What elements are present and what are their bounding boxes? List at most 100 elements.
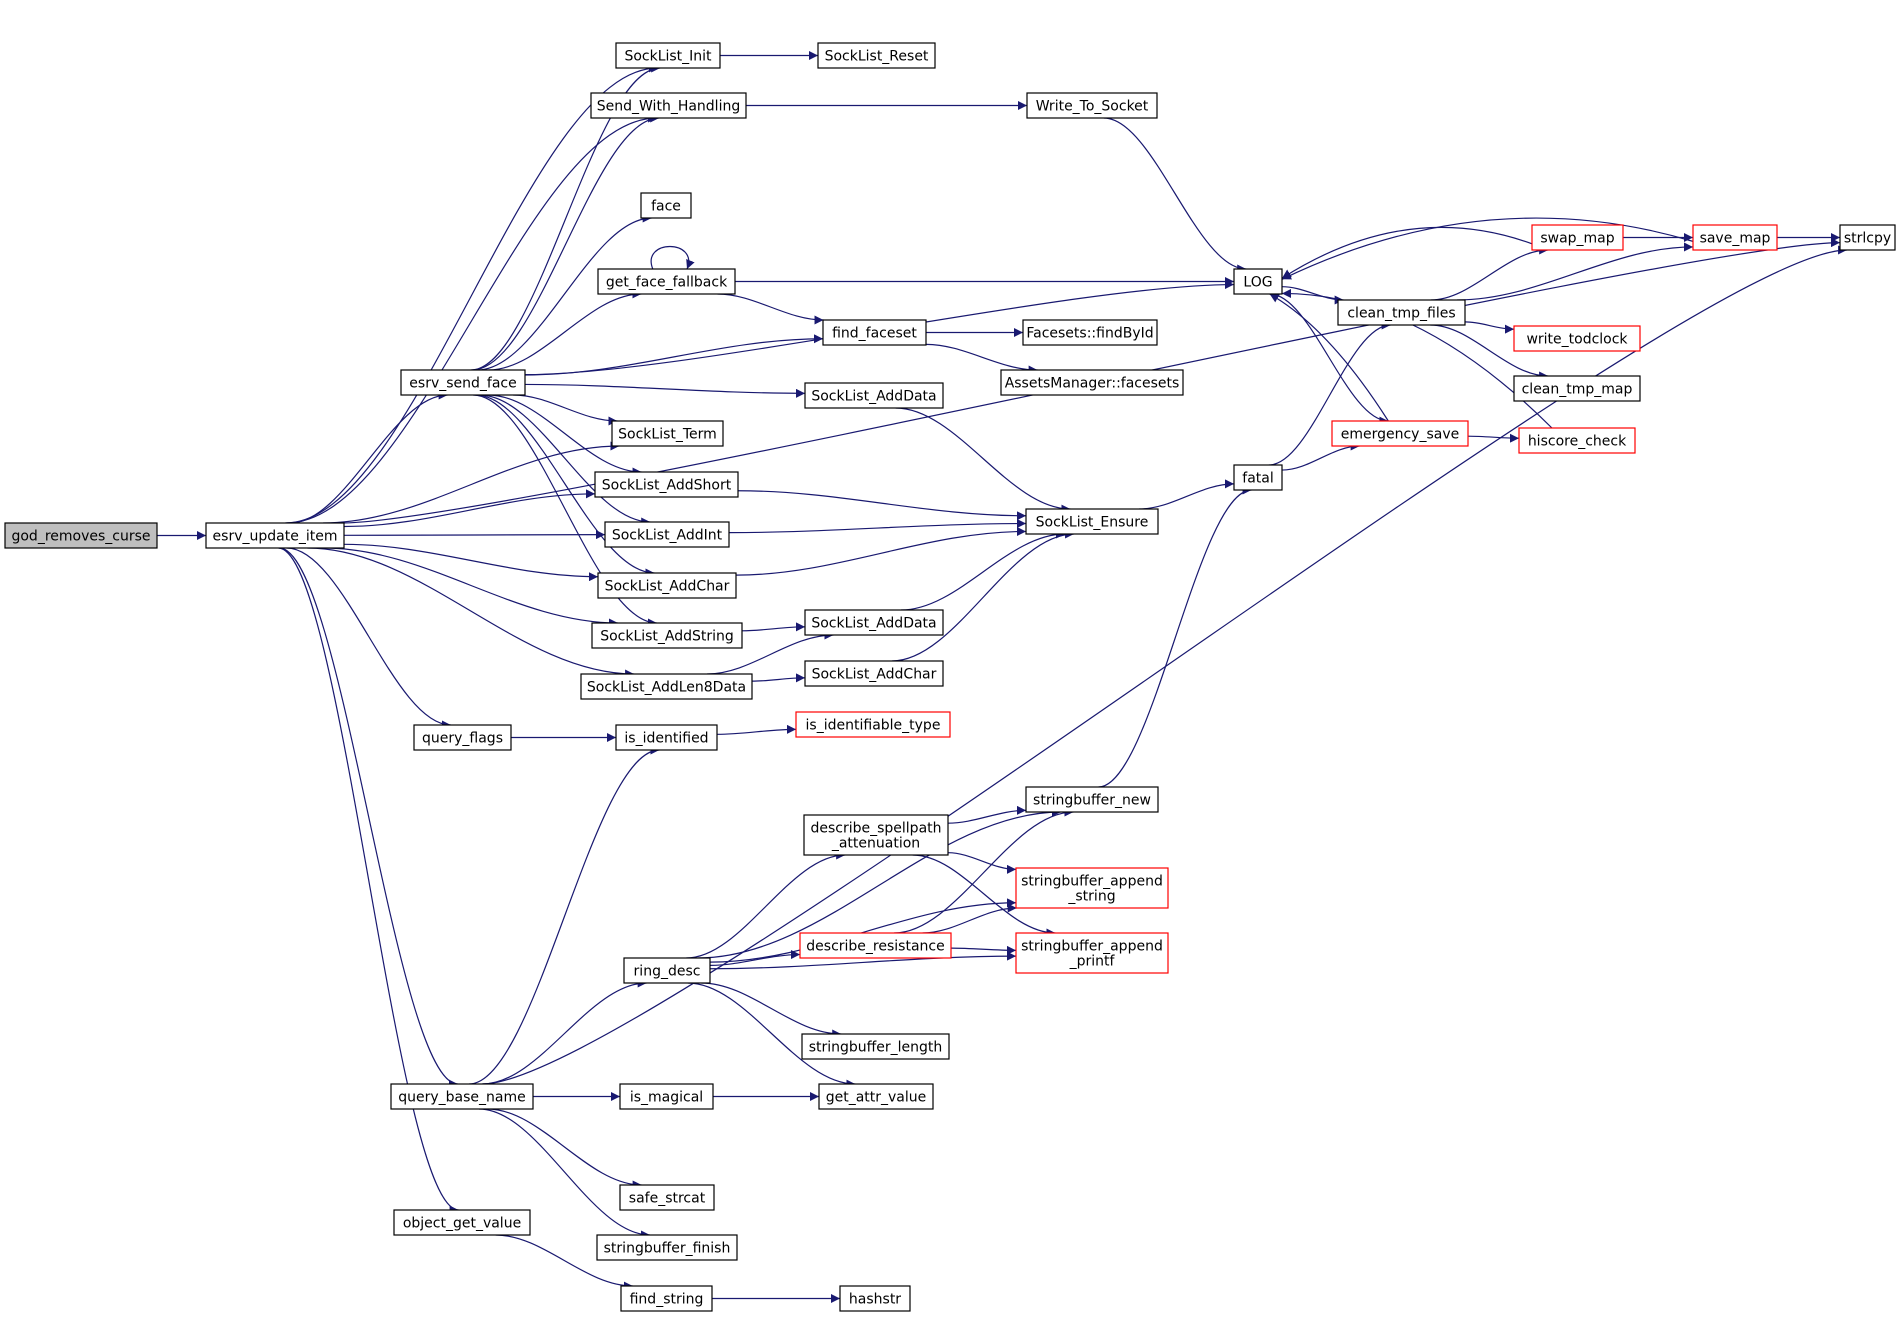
node-box [801, 1033, 950, 1060]
node-log[interactable]: LOG [1233, 268, 1283, 295]
node-socklist-adddata-1[interactable]: SockList_AddData [804, 382, 944, 409]
node-god-removes-curse[interactable]: god_removes_curse [4, 522, 158, 549]
node-query-base-name[interactable]: query_base_name [390, 1083, 534, 1110]
node-box [640, 192, 692, 219]
node-strlcpy[interactable]: strlcpy [1839, 224, 1896, 251]
node-clean-tmp-files[interactable]: clean_tmp_files [1337, 299, 1466, 326]
node-box [620, 1285, 713, 1312]
node-box [590, 92, 747, 119]
edge-swap_map-to-LOG [1281, 226, 1533, 279]
node-safe-strcat[interactable]: safe_strcat [619, 1184, 715, 1211]
edge-esrv_send_face-to-get_face_fallback [488, 289, 642, 371]
node-box [804, 660, 944, 687]
node-label: _printf [1069, 954, 1116, 970]
node-socklist-term[interactable]: SockList_Term [611, 420, 724, 447]
edge-fatal-to-clean_tmp_files [1268, 320, 1391, 466]
node-label: _string [1067, 889, 1115, 905]
node-label: face [651, 199, 681, 215]
node-label: Facesets::findById [1026, 326, 1153, 342]
node-describe-resistance[interactable]: describe_resistance [799, 932, 952, 959]
edge-is_identified-to-is_identifiable_type [716, 724, 797, 735]
node-label: fatal [1242, 471, 1273, 487]
node-socklist-addshort[interactable]: SockList_AddShort [594, 471, 739, 498]
node-emergency-save[interactable]: emergency_save [1331, 420, 1469, 447]
node-socklist-addstring[interactable]: SockList_AddString [591, 622, 743, 649]
node-get-face-fallback[interactable]: get_face_fallback [597, 268, 736, 295]
node-write-todclock[interactable]: write_todclock [1513, 325, 1641, 352]
node-face[interactable]: face [640, 192, 692, 219]
node-socklist-ensure[interactable]: SockList_Ensure [1025, 508, 1159, 535]
node-label: ring_desc [634, 964, 701, 980]
node-label: SockList_AddLen8Data [587, 680, 746, 696]
node-label: hiscore_check [1528, 434, 1627, 450]
node-is-magical[interactable]: is_magical [619, 1083, 714, 1110]
node-label: SockList_Term [618, 427, 717, 443]
node-box [803, 814, 949, 856]
node-box [1513, 325, 1641, 352]
node-facesets-findbyid[interactable]: Facesets::findById [1022, 319, 1158, 346]
node-get-attr-value[interactable]: get_attr_value [818, 1083, 934, 1110]
node-socklist-adddata-2[interactable]: SockList_AddData [804, 609, 944, 636]
node-is-identified[interactable]: is_identified [615, 724, 718, 751]
node-box [615, 724, 718, 751]
edge-describe_resistance-to-stringbuffer_append_string [922, 903, 1017, 934]
node-box [393, 1209, 531, 1236]
node-label: SockList_AddShort [602, 478, 732, 494]
node-stringbuffer-new[interactable]: stringbuffer_new [1025, 786, 1159, 813]
node-box [1015, 867, 1169, 909]
node-socklist-addchar-1[interactable]: SockList_AddChar [597, 572, 737, 599]
node-swap-map[interactable]: swap_map [1531, 224, 1624, 251]
node-box [205, 522, 345, 549]
node-esrv-update-item[interactable]: esrv_update_item [205, 522, 345, 549]
node-box [1337, 299, 1466, 326]
edge-esrv_send_face-to-SockList_Term [513, 394, 618, 426]
node-stringbuffer-append-string[interactable]: stringbuffer_append_string [1015, 867, 1169, 909]
node-box [597, 268, 736, 295]
node-box [1026, 92, 1158, 119]
node-esrv-send-face[interactable]: esrv_send_face [400, 369, 526, 396]
node-is-identifiable-type[interactable]: is_identifiable_type [795, 711, 951, 738]
edge-SockList_AddData_2-to-SockList_Ensure [900, 529, 1066, 611]
node-label: SockList_Init [624, 49, 712, 65]
node-hiscore-check[interactable]: hiscore_check [1518, 427, 1636, 454]
node-box [596, 1234, 738, 1261]
node-socklist-addlen8data[interactable]: SockList_AddLen8Data [580, 673, 753, 700]
node-save-map[interactable]: save_map [1692, 224, 1778, 251]
node-fatal[interactable]: fatal [1233, 464, 1283, 491]
node-hashstr[interactable]: hashstr [839, 1285, 911, 1312]
edge-describe_resistance-to-stringbuffer_append_printf [950, 945, 1017, 955]
node-send-with-handling[interactable]: Send_With_Handling [590, 92, 747, 119]
node-object-get-value[interactable]: object_get_value [393, 1209, 531, 1236]
node-describe-spellpath-attenuation[interactable]: describe_spellpath_attenuation [803, 814, 949, 856]
edge-query_base_name-to-safe_strcat [487, 1108, 642, 1190]
node-find-faceset[interactable]: find_faceset [822, 319, 927, 346]
edge-clean_tmp_files-to-write_todclock [1464, 321, 1515, 334]
node-stringbuffer-length[interactable]: stringbuffer_length [801, 1033, 950, 1060]
node-stringbuffer-finish[interactable]: stringbuffer_finish [596, 1234, 738, 1261]
edge-clean_tmp_files-to-save_map [1457, 242, 1694, 301]
node-stringbuffer-append-printf[interactable]: stringbuffer_append_printf [1015, 932, 1169, 974]
node-ring-desc[interactable]: ring_desc [623, 957, 711, 984]
edge-fatal-to-emergency_save [1281, 441, 1360, 471]
node-label: SockList_AddChar [812, 667, 937, 683]
node-query-flags[interactable]: query_flags [413, 724, 512, 751]
node-write-to-socket[interactable]: Write_To_Socket [1026, 92, 1158, 119]
node-label: strlcpy [1844, 231, 1891, 247]
node-box [591, 622, 743, 649]
node-box [4, 522, 158, 549]
node-box [804, 382, 944, 409]
node-clean-tmp-map[interactable]: clean_tmp_map [1513, 375, 1641, 402]
edge-emergency_save-to-LOG [1269, 293, 1389, 422]
edge-esrv_update_item-to-query_base_name [279, 547, 458, 1089]
node-find-string[interactable]: find_string [620, 1285, 713, 1312]
node-socklist-addchar-2[interactable]: SockList_AddChar [804, 660, 944, 687]
node-label: stringbuffer_append [1021, 874, 1163, 890]
node-label: esrv_send_face [409, 376, 516, 392]
node-socklist-addint[interactable]: SockList_AddInt [604, 521, 730, 548]
node-socklist-init[interactable]: SockList_Init [615, 42, 721, 69]
node-label: query_flags [422, 731, 503, 747]
node-assetsmanager-facesets[interactable]: AssetsManager::facesets [1000, 369, 1184, 396]
node-box [1518, 427, 1636, 454]
node-label: stringbuffer_new [1033, 793, 1151, 809]
node-socklist-reset[interactable]: SockList_Reset [817, 42, 936, 69]
